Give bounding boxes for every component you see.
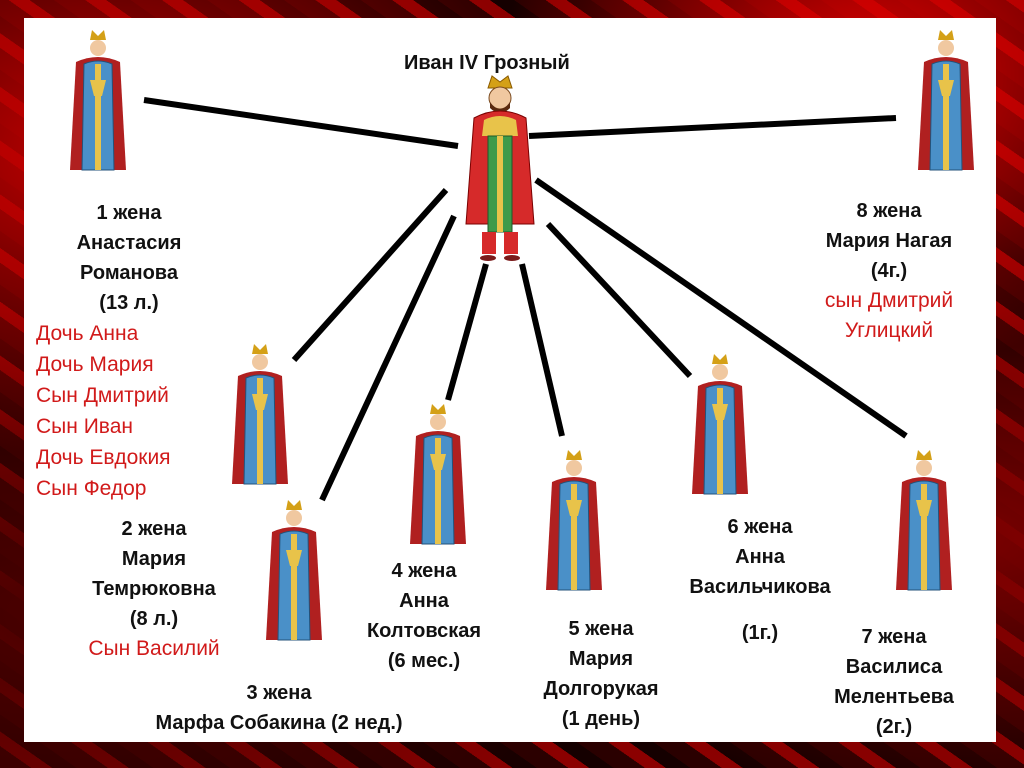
wife-6-label: 6 жена Анна Васильчикова (1г.) xyxy=(660,512,860,648)
slide: Иван IV Грозный 1 жена Анастасия Романов… xyxy=(24,18,996,742)
tsar-figure xyxy=(465,75,535,261)
wife-2-duration: (8 л.) xyxy=(129,608,179,630)
wife-1-name-line-1: Анастасия xyxy=(76,232,182,254)
line-wife-7 xyxy=(534,177,908,439)
wife-7-duration: (2г.) xyxy=(875,716,913,738)
child: Сын Федор xyxy=(36,477,147,500)
wife-4-label: 4 жена Анна Колтовская (6 мес.) xyxy=(344,556,504,676)
child: Сын Дмитрий xyxy=(36,384,169,407)
wife-4-number: 4 жена xyxy=(391,560,457,582)
wife-6-number: 6 жена xyxy=(727,516,793,538)
wife-1-number: 1 жена xyxy=(96,202,162,224)
line-wife-1 xyxy=(143,97,459,149)
connector-lines xyxy=(143,97,908,502)
wife-8-number: 8 жена xyxy=(856,200,922,222)
wife-5-number: 5 жена xyxy=(568,618,634,640)
wife-8-label: 8 жена Мария Нагая (4г.) сын Дмитрий Угл… xyxy=(794,196,984,346)
wife-1-label: 1 жена Анастасия Романова (13 л.) xyxy=(30,198,228,318)
wife-7-figure xyxy=(896,450,952,591)
wife-6-name-line-1: Анна xyxy=(735,546,785,568)
wife-5-label: 5 жена Мария Долгорукая (1 день) xyxy=(516,614,686,734)
wife-8-figure xyxy=(918,30,974,171)
wife-3-figure xyxy=(266,500,322,641)
wife-5-duration: (1 день) xyxy=(561,708,641,730)
line-wife-2 xyxy=(291,188,449,362)
wife-8-child-line-2: Углицкий xyxy=(844,319,934,342)
wife-4-name-line-2: Колтовская xyxy=(366,620,482,642)
wife-3-label: 3 жена Марфа Собакина (2 нед.) xyxy=(114,678,444,738)
wife-2-name-line-2: Темрюковна xyxy=(92,578,216,600)
wife-2-name-line-1: Мария xyxy=(121,548,187,570)
wife-2-label: 2 жена Мария Темрюковна (8 л.) Сын Васил… xyxy=(54,514,254,664)
wife-7-name-line-2: Мелентьева xyxy=(834,686,954,708)
line-wife-8 xyxy=(528,115,897,139)
wife-8-child-line-1: сын Дмитрий xyxy=(824,289,954,312)
wife-2-number: 2 жена xyxy=(121,518,187,540)
wife-5-name-line-1: Мария xyxy=(568,648,634,670)
wife-8-duration: (4г.) xyxy=(870,260,908,282)
wife-2-child: Сын Василий xyxy=(88,637,220,660)
wife-1-duration: (13 л.) xyxy=(99,292,159,314)
child: Сын Иван xyxy=(36,415,133,438)
wife-6-duration: (1г.) xyxy=(741,622,779,644)
line-wife-4 xyxy=(445,263,489,401)
wife-1-figure xyxy=(70,30,126,171)
wife-7-label: 7 жена Василиса Мелентьева (2г.) xyxy=(804,622,984,742)
wife-3-number: 3 жена xyxy=(246,682,312,704)
wife-4-figure xyxy=(410,404,466,545)
child: Дочь Мария xyxy=(36,353,154,376)
line-wife-3 xyxy=(319,214,457,502)
wife-8-name: Мария Нагая xyxy=(825,230,953,252)
child: Дочь Евдокия xyxy=(36,446,171,469)
wife-5-figure xyxy=(546,450,602,591)
wife-7-name-line-1: Василиса xyxy=(845,656,943,678)
wife-6-name-line-2: Васильчикова xyxy=(689,576,831,598)
wife-4-duration: (6 мес.) xyxy=(387,650,461,672)
line-wife-6 xyxy=(545,221,693,379)
wife-2-figure xyxy=(232,344,288,485)
wife-5-name-line-2: Долгорукая xyxy=(543,678,659,700)
tsar-title: Иван IV Грозный xyxy=(404,52,570,74)
child: Дочь Анна xyxy=(36,322,139,345)
wife-1-children: Дочь Анна Дочь Мария Сын Дмитрий Сын Ива… xyxy=(36,318,171,504)
wife-4-name-line-1: Анна xyxy=(399,590,449,612)
wife-6-figure xyxy=(692,354,748,495)
wife-1-name-line-2: Романова xyxy=(80,262,178,284)
wife-7-number: 7 жена xyxy=(861,626,927,648)
wife-3-name: Марфа Собакина (2 нед.) xyxy=(155,712,403,734)
line-wife-5 xyxy=(519,263,565,437)
